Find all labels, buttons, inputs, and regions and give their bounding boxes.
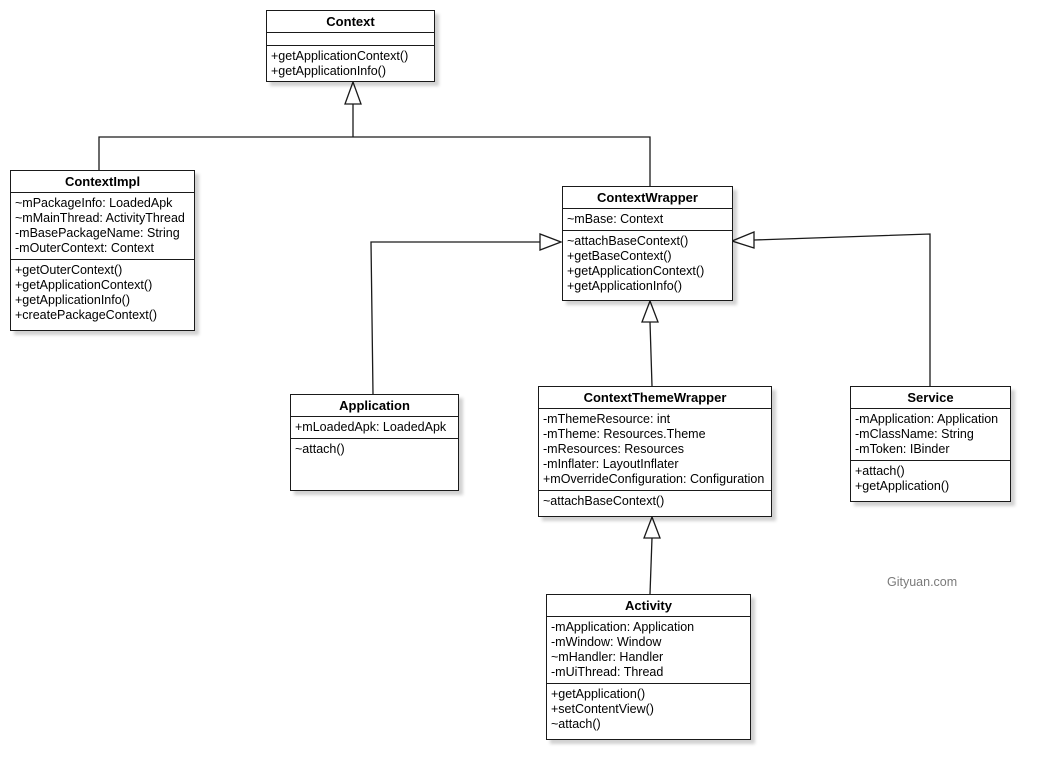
application-arrowhead — [539, 233, 563, 251]
method: +getApplication() — [855, 479, 950, 493]
method: +getApplicationInfo() — [567, 279, 683, 293]
edge-activity-to-contextthemewrapper — [649, 537, 653, 595]
methods-section: ~attachBaseContext() — [539, 491, 771, 512]
class-name: Activity — [547, 595, 750, 617]
attributes-section: +mLoadedApk: LoadedApk — [291, 417, 458, 439]
edge-application-to-contextwrapper — [370, 241, 540, 395]
attributes-section: -mApplication: Application -mWindow: Win… — [547, 617, 750, 684]
method: +createPackageContext() — [15, 308, 158, 322]
method: +getApplicationInfo() — [15, 293, 131, 307]
attribute: -mApplication: Application — [551, 620, 695, 634]
class-context[interactable]: Context +getApplicationContext() +getApp… — [266, 10, 435, 82]
method: ~attach() — [551, 717, 601, 731]
attribute: -mToken: IBinder — [855, 442, 950, 456]
attribute: ~mMainThread: ActivityThread — [15, 211, 185, 225]
methods-section: +attach() +getApplication() — [851, 461, 1010, 497]
attribute: -mResources: Resources — [543, 442, 685, 456]
method: +attach() — [855, 464, 905, 478]
class-name: Service — [851, 387, 1010, 409]
class-application[interactable]: Application +mLoadedApk: LoadedApk ~atta… — [290, 394, 459, 491]
attributes-section: -mThemeResource: int -mTheme: Resources.… — [539, 409, 771, 491]
method: ~attachBaseContext() — [543, 494, 665, 508]
attribute: ~mPackageInfo: LoadedApk — [15, 196, 173, 210]
methods-section: ~attachBaseContext() +getBaseContext() +… — [563, 231, 732, 297]
class-contextwrapper[interactable]: ContextWrapper ~mBase: Context ~attachBa… — [562, 186, 733, 301]
watermark-text: Gityuan.com — [887, 575, 958, 589]
activity-arrowhead — [643, 515, 661, 539]
attribute: -mTheme: Resources.Theme — [543, 427, 706, 441]
attribute: -mInflater: LayoutInflater — [543, 457, 679, 471]
class-contextimpl[interactable]: ContextImpl ~mPackageInfo: LoadedApk ~mM… — [10, 170, 195, 331]
attribute: -mClassName: String — [855, 427, 974, 441]
methods-section: +getApplication() +setContentView() ~att… — [547, 684, 750, 735]
class-name: ContextWrapper — [563, 187, 732, 209]
attribute: -mBasePackageName: String — [15, 226, 180, 240]
attribute: -mOuterContext: Context — [15, 241, 154, 255]
class-contextthemewrapper[interactable]: ContextThemeWrapper -mThemeResource: int… — [538, 386, 772, 517]
class-service[interactable]: Service -mApplication: Application -mCla… — [850, 386, 1011, 502]
contextthemewrapper-arrowhead — [641, 299, 659, 323]
attribute: ~mHandler: Handler — [551, 650, 664, 664]
attributes-section: ~mBase: Context — [563, 209, 732, 231]
methods-section: +getApplicationContext() +getApplication… — [267, 46, 434, 82]
attribute: +mOverrideConfiguration: Configuration — [543, 472, 765, 486]
context-inheritance-arrowhead — [344, 80, 362, 105]
attribute: -mThemeResource: int — [543, 412, 671, 426]
class-activity[interactable]: Activity -mApplication: Application -mWi… — [546, 594, 751, 740]
method: +getBaseContext() — [567, 249, 672, 263]
method: +getApplicationContext() — [15, 278, 153, 292]
class-name: ContextThemeWrapper — [539, 387, 771, 409]
attributes-section: -mApplication: Application -mClassName: … — [851, 409, 1010, 461]
methods-section: +getOuterContext() +getApplicationContex… — [11, 260, 194, 326]
attribute: -mApplication: Application — [855, 412, 999, 426]
method: ~attach() — [295, 442, 345, 456]
methods-section: ~attach() — [291, 439, 458, 460]
method: +getOuterContext() — [15, 263, 123, 277]
edge-contextthemewrapper-to-contextwrapper — [649, 321, 653, 387]
attribute: +mLoadedApk: LoadedApk — [295, 420, 447, 434]
method: +getApplicationContext() — [567, 264, 705, 278]
attributes-section: ~mPackageInfo: LoadedApk ~mMainThread: A… — [11, 193, 194, 260]
class-name: Application — [291, 395, 458, 417]
method: +getApplicationContext() — [271, 49, 409, 63]
method: +getApplicationInfo() — [271, 64, 387, 78]
class-name: Context — [267, 11, 434, 33]
edge-service-to-contextwrapper — [753, 233, 931, 386]
class-name: ContextImpl — [11, 171, 194, 193]
service-arrowhead — [730, 231, 755, 249]
attribute: -mWindow: Window — [551, 635, 662, 649]
method: +setContentView() — [551, 702, 654, 716]
attribute: ~mBase: Context — [567, 212, 664, 226]
attributes-section — [267, 33, 434, 46]
method: ~attachBaseContext() — [567, 234, 689, 248]
attribute: -mUiThread: Thread — [551, 665, 664, 679]
method: +getApplication() — [551, 687, 646, 701]
